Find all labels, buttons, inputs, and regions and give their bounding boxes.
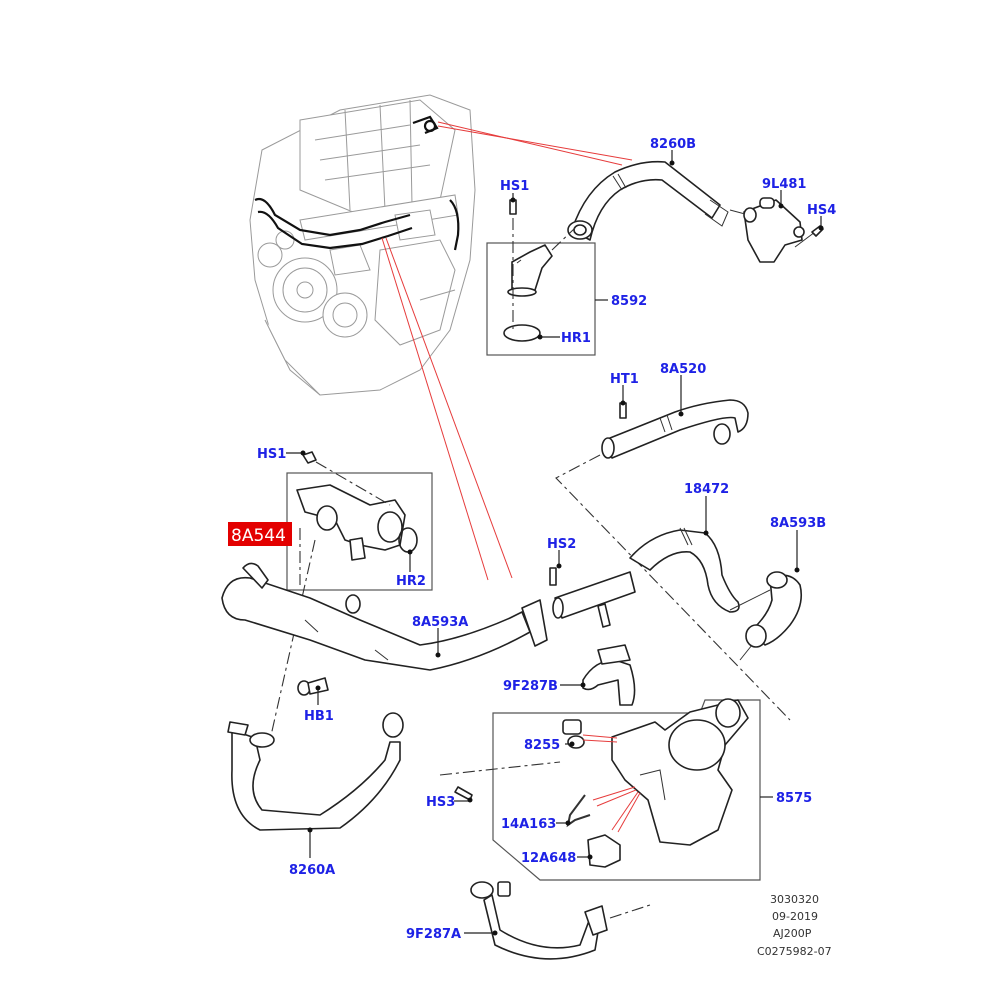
part-HS2-tube [549, 567, 636, 628]
dash-8A520-to-8575 [555, 454, 791, 721]
part-8A593B-hose [729, 571, 803, 661]
callout-9L481[interactable]: 9L481 [762, 177, 806, 192]
callout-HT1[interactable]: HT1 [610, 372, 639, 387]
part-8255-gasket [562, 719, 585, 749]
part-8260A-hose [227, 712, 404, 831]
part-9L481-connector [729, 197, 816, 263]
callout-9F287B[interactable]: 9F287B [503, 679, 558, 694]
part-14A163-clip [566, 794, 591, 828]
part-8A593A-hose [221, 562, 548, 671]
callout-HR2[interactable]: HR2 [396, 574, 426, 589]
callout-HS3[interactable]: HS3 [426, 795, 455, 810]
part-8592-outlet [507, 227, 576, 297]
engine-reference-lines [381, 121, 633, 581]
callout-8592[interactable]: 8592 [611, 294, 647, 309]
part-8A544-housing [296, 484, 418, 561]
hs1-mid-bolt [302, 451, 391, 506]
callout-14A163[interactable]: 14A163 [501, 817, 556, 832]
leader-lines [286, 150, 824, 936]
reference-date: 09-2019 [772, 910, 818, 923]
callout-9F287A[interactable]: 9F287A [406, 927, 461, 942]
callout-HS4[interactable]: HS4 [807, 203, 836, 218]
reference-engine-code: AJ200P [773, 927, 812, 940]
reference-block: 3030320 09-2019 AJ200P C0275982-07 [757, 893, 832, 958]
callout-8575[interactable]: 8575 [776, 791, 812, 806]
part-9F287B-pipe [582, 644, 636, 706]
part-8260B-hose [567, 160, 729, 241]
callout-12A648[interactable]: 12A648 [521, 851, 576, 866]
reference-drawing-id: C0275982-07 [757, 945, 832, 958]
callout-labels: 8260B 9L481 HS4 HS1 8592 HR1 HT1 8A520 H… [228, 137, 836, 942]
callout-8260A[interactable]: 8260A [289, 863, 335, 878]
callout-8A520[interactable]: 8A520 [660, 362, 706, 377]
callout-HS1-top[interactable]: HS1 [500, 179, 529, 194]
dash-8A544-to-8260A [269, 539, 316, 741]
part-9F287A-pipe [470, 881, 651, 960]
part-8A520-pipe [601, 399, 749, 459]
hs3-bolt [439, 761, 561, 801]
callout-HS2[interactable]: HS2 [547, 537, 576, 552]
engine-illustration [249, 94, 476, 396]
part-8575-thermostat [611, 698, 749, 846]
reference-number: 3030320 [770, 893, 819, 906]
callout-HB1[interactable]: HB1 [304, 709, 334, 724]
part-12A648-sensor [587, 834, 621, 868]
callout-8260B[interactable]: 8260B [650, 137, 696, 152]
part-18472-pipe [629, 527, 740, 613]
callout-8255[interactable]: 8255 [524, 738, 560, 753]
callout-HR1[interactable]: HR1 [561, 331, 591, 346]
highlight-box-8A544 [228, 522, 292, 546]
callout-HS1-mid[interactable]: HS1 [257, 447, 286, 462]
part-HR1-oring [503, 324, 541, 342]
thermostat-reference-lines [582, 734, 641, 833]
callout-8A593B[interactable]: 8A593B [770, 516, 826, 531]
callout-8A544-highlighted[interactable]: 8A544 [231, 526, 286, 546]
callout-18472[interactable]: 18472 [684, 482, 729, 497]
callout-8A593A[interactable]: 8A593A [412, 615, 468, 630]
hb1-bolt [297, 677, 329, 696]
frame-8592 [486, 242, 596, 356]
